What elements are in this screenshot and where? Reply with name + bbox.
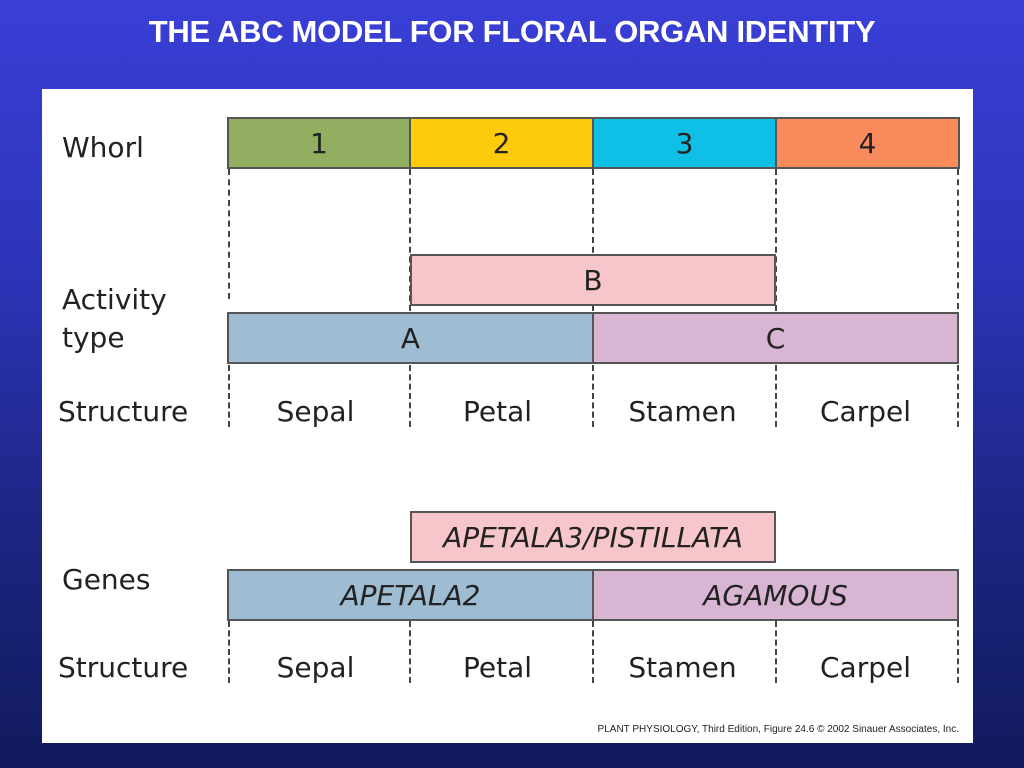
structure-stamen: Stamen [628,395,737,428]
activity-c-box: C [592,312,959,364]
genes-label: Genes [62,563,151,596]
boundary-line [957,621,959,683]
activity-b-box: B [410,254,776,306]
structure-carpel: Carpel [820,395,911,428]
boundary-line [957,365,959,427]
structure-label-bottom: Structure [58,651,189,684]
boundary-line [957,169,959,309]
boundary-line [228,621,230,683]
boundary-line [775,169,777,311]
diagram-panel: Whorl Activity type Structure Genes Stru… [42,89,973,743]
whorl-4-box: 4 [775,117,960,169]
structure-sepal: Sepal [276,395,355,428]
activity-type-label: Activity type [62,283,167,354]
slide-title: THE ABC MODEL FOR FLORAL ORGAN IDENTITY [148,14,876,49]
whorl-label: Whorl [62,131,144,164]
structure-petal: Petal [462,651,533,684]
whorl-3-box: 3 [592,117,777,169]
boundary-line [228,365,230,427]
whorl-2-box: 2 [409,117,594,169]
boundary-line [775,365,777,427]
boundary-line [592,621,594,683]
structure-carpel: Carpel [820,651,911,684]
structure-label-top: Structure [58,395,189,428]
structure-stamen: Stamen [628,651,737,684]
boundary-line [228,169,230,299]
whorl-1-box: 1 [227,117,411,169]
structure-sepal: Sepal [276,651,355,684]
boundary-line [409,169,411,311]
gene-c-box: AGAMOUS [592,569,959,621]
gene-a-box: APETALA2 [227,569,594,621]
activity-a-box: A [227,312,594,364]
figure-credit: PLANT PHYSIOLOGY, Third Edition, Figure … [597,724,959,735]
boundary-line [409,621,411,683]
gene-b-box: APETALA3/PISTILLATA [410,511,776,563]
boundary-line [775,621,777,683]
boundary-line [409,365,411,427]
structure-petal: Petal [462,395,533,428]
boundary-line [592,365,594,427]
boundary-line [592,169,594,311]
